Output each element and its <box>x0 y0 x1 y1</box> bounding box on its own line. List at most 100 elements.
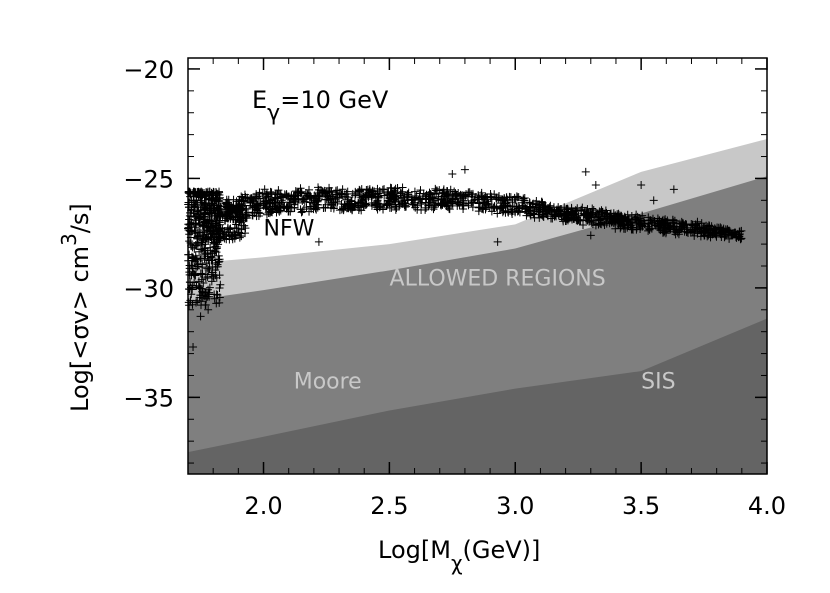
region-label-nfw: NFW <box>264 216 315 241</box>
scatter-point <box>421 192 430 201</box>
scatter-point <box>268 208 277 217</box>
scatter-point <box>199 222 208 231</box>
scatter-point <box>367 201 376 210</box>
scatter-point <box>480 193 489 202</box>
scatter-point <box>562 213 571 222</box>
scatter-point <box>428 193 437 202</box>
scatter-point <box>439 185 448 194</box>
scatter-point <box>662 218 671 227</box>
scatter-point <box>229 205 238 214</box>
scatter-point <box>654 224 663 233</box>
scatter-point <box>367 192 376 201</box>
energy-annotation-sub: γ <box>267 101 280 126</box>
scatter-point <box>398 199 407 208</box>
scatter-point <box>212 222 221 231</box>
scatter-point <box>620 216 629 225</box>
scatter-point <box>216 280 225 289</box>
scatter-point <box>261 190 270 199</box>
scatter-point <box>221 205 230 214</box>
scatter-point <box>439 195 448 204</box>
scatter-point <box>234 218 243 227</box>
scatter-point <box>228 215 237 224</box>
scatter-point <box>432 186 441 195</box>
scatter-point <box>218 210 227 219</box>
scatter-point <box>624 220 633 229</box>
scatter-point <box>560 203 569 212</box>
scatter-point <box>206 224 215 233</box>
scatter-point <box>192 241 201 250</box>
scatter-point <box>193 262 202 271</box>
scatter-point <box>613 212 622 221</box>
scatter-point <box>282 191 291 200</box>
scatter-point <box>205 216 214 225</box>
scatter-point <box>253 194 262 203</box>
scatter-point <box>443 196 452 205</box>
scatter-point <box>199 278 208 287</box>
scatter-point <box>189 343 198 352</box>
scatter-point <box>681 220 690 229</box>
scatter-point <box>260 185 269 194</box>
region-label-sis: SIS <box>641 370 675 395</box>
scatter-point <box>474 191 483 200</box>
scatter-point <box>597 206 606 215</box>
scatter-point <box>567 212 576 221</box>
scatter-point <box>207 201 216 210</box>
scatter-point <box>195 213 204 222</box>
scatter-point <box>357 195 366 204</box>
scatter-point <box>586 231 595 240</box>
scatter-point <box>208 253 217 262</box>
y-tick-label: −25 <box>123 165 174 193</box>
y-axis-title-sup: 3 <box>57 233 81 246</box>
scatter-point <box>486 193 495 202</box>
scatter-point <box>335 190 344 199</box>
scatter-point <box>215 190 224 199</box>
scatter-point <box>567 204 576 213</box>
scatter-point <box>246 198 255 207</box>
scatter-point <box>185 250 194 259</box>
scatter-point <box>528 200 537 209</box>
scatter-point <box>468 192 477 201</box>
scatter-point <box>413 205 422 214</box>
scatter-point <box>196 256 205 265</box>
scatter-point <box>204 305 213 314</box>
scatter-point <box>481 205 490 214</box>
scatter-point <box>355 186 364 195</box>
scatter-point <box>554 207 563 216</box>
scatter-point <box>267 207 276 216</box>
scatter-point <box>493 209 502 218</box>
scatter-point <box>300 197 309 206</box>
scatter-point <box>448 170 457 179</box>
scatter-point <box>572 207 581 216</box>
scatter-point <box>429 205 438 214</box>
scatter-point <box>646 216 655 225</box>
scatter-point <box>357 206 366 215</box>
scatter-point <box>197 275 206 284</box>
scatter-point <box>437 199 446 208</box>
x-tick-label: 2.0 <box>244 492 282 520</box>
scatter-point <box>207 232 216 241</box>
scatter-point <box>728 229 737 238</box>
scatter-point <box>200 252 209 261</box>
x-axis-title-sub: χ <box>451 551 463 575</box>
scatter-point <box>212 299 221 308</box>
scatter-point <box>589 216 598 225</box>
scatter-point <box>239 214 248 223</box>
scatter-point <box>207 277 216 286</box>
x-axis-title: Log[Mχ(GeV)] <box>378 536 540 575</box>
scatter-point <box>222 230 231 239</box>
scatter-point <box>496 204 505 213</box>
y-tick-label: −30 <box>123 275 174 303</box>
scatter-point <box>656 220 665 229</box>
scatter-point <box>225 202 234 211</box>
scatter-point <box>721 230 730 239</box>
scatter-point <box>414 195 423 204</box>
scatter-point <box>411 194 420 203</box>
scatter-point <box>530 213 539 222</box>
scatter-point <box>274 186 283 195</box>
scatter-point <box>275 200 284 209</box>
scatter-point <box>331 198 340 206</box>
scatter-point <box>638 211 647 220</box>
scatter-point <box>719 225 728 234</box>
y-axis-title-rest: /s] <box>66 203 94 233</box>
scatter-point <box>513 207 522 216</box>
